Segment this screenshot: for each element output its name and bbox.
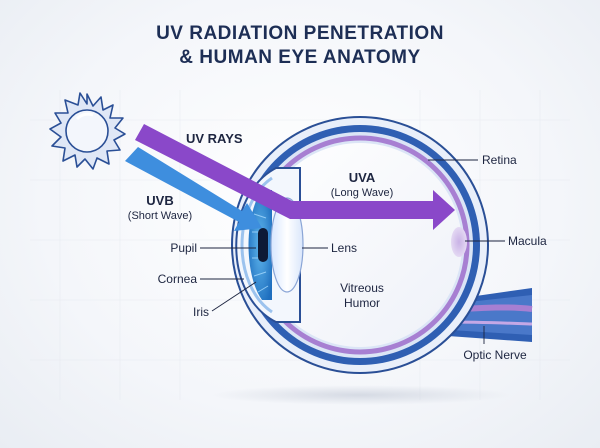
macula-label: Macula <box>508 234 547 248</box>
uvb-arrow <box>125 147 262 231</box>
uv-rays-label: UV RAYS <box>186 131 243 146</box>
vitreous-humor <box>258 143 462 347</box>
eye-shadow <box>210 385 510 405</box>
title-line-1: UV RADIATION PENETRATION <box>156 23 444 44</box>
iris-label: Iris <box>193 305 209 319</box>
cornea-label: Cornea <box>158 272 198 286</box>
uvb-label: UVB <box>146 193 173 208</box>
macula-spot <box>451 227 467 257</box>
vitreous-label-1: Vitreous <box>340 281 384 295</box>
uva-sub-label: (Long Wave) <box>331 187 394 199</box>
leader-lines <box>200 159 505 344</box>
sun-icon <box>49 92 126 170</box>
uva-arrow <box>135 124 455 230</box>
retina-label: Retina <box>482 153 517 167</box>
uva-label: UVA <box>349 170 376 185</box>
page-title: UV RADIATION PENETRATION & HUMAN EYE ANA… <box>0 22 600 70</box>
lens-label: Lens <box>331 241 357 255</box>
lens-shape <box>270 197 304 293</box>
optic-nerve-label: Optic Nerve <box>463 348 527 362</box>
title-line-2: & HUMAN EYE ANATOMY <box>179 47 421 68</box>
uvb-sub-label: (Short Wave) <box>128 210 192 222</box>
vitreous-label-2: Humor <box>344 296 380 310</box>
pupil-label: Pupil <box>170 241 197 255</box>
pupil-shape <box>258 228 268 262</box>
